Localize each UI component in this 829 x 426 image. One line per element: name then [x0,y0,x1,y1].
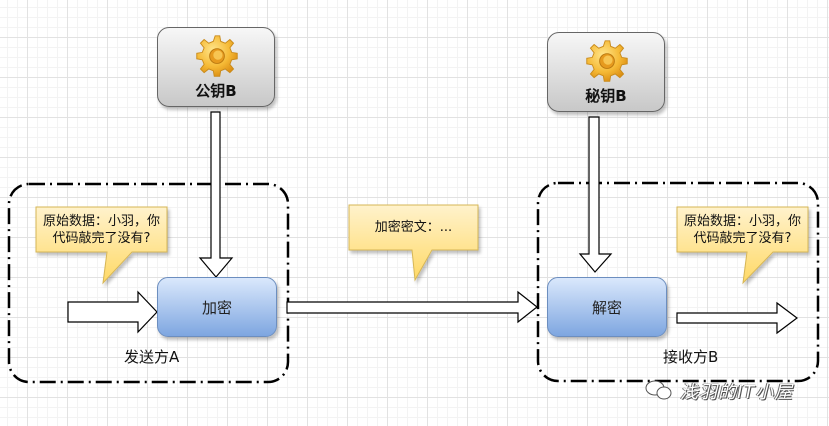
ciphertext-line: 加密密文：... [374,220,453,235]
receiver-plaintext-callout [676,206,809,285]
arrow-public-key-to-encrypt [198,111,234,278]
arrow-encrypt-to-decrypt [286,290,538,324]
sender-plaintext-line2: 代码敲完了没有? [52,231,151,246]
private-key-box[interactable]: 秘钥B [547,32,665,112]
watermark: 浅羽的IT小屋 [680,382,794,403]
receiver-plaintext-line1: 原始数据：小羽，你 [683,214,801,229]
ciphertext-callout [348,204,479,282]
sender-plaintext-text: 原始数据：小羽，你 代码敲完了没有? [36,213,167,247]
sender-plaintext-line1: 原始数据：小羽，你 [42,214,160,229]
receiver-plaintext-text: 原始数据：小羽，你 代码敲完了没有? [677,213,808,247]
sender-group-frame [7,182,290,384]
ciphertext-text: 加密密文：... [349,219,478,236]
wechat-icon [645,380,672,400]
arrow-input-to-encrypt [67,290,158,334]
receiver-plaintext-line2: 代码敲完了没有? [693,231,792,246]
encrypt-process-box[interactable]: 加密 [157,277,277,337]
decrypt-process-box[interactable]: 解密 [547,277,667,337]
private-key-label: 秘钥B [585,87,627,105]
receiver-group-frame [536,181,820,383]
sender-plaintext-callout [35,206,168,285]
sender-group-label: 发送方A [124,348,180,366]
arrow-decrypt-to-output [676,301,798,335]
public-key-box[interactable]: 公钥B [157,27,275,107]
gear-icon [586,40,628,82]
receiver-group-label: 接收方B [663,348,719,366]
decrypt-label: 解密 [591,298,622,317]
public-key-label: 公钥B [195,82,237,100]
gear-icon [196,35,238,77]
encrypt-label: 加密 [201,298,232,317]
arrow-private-key-to-decrypt [578,116,613,273]
